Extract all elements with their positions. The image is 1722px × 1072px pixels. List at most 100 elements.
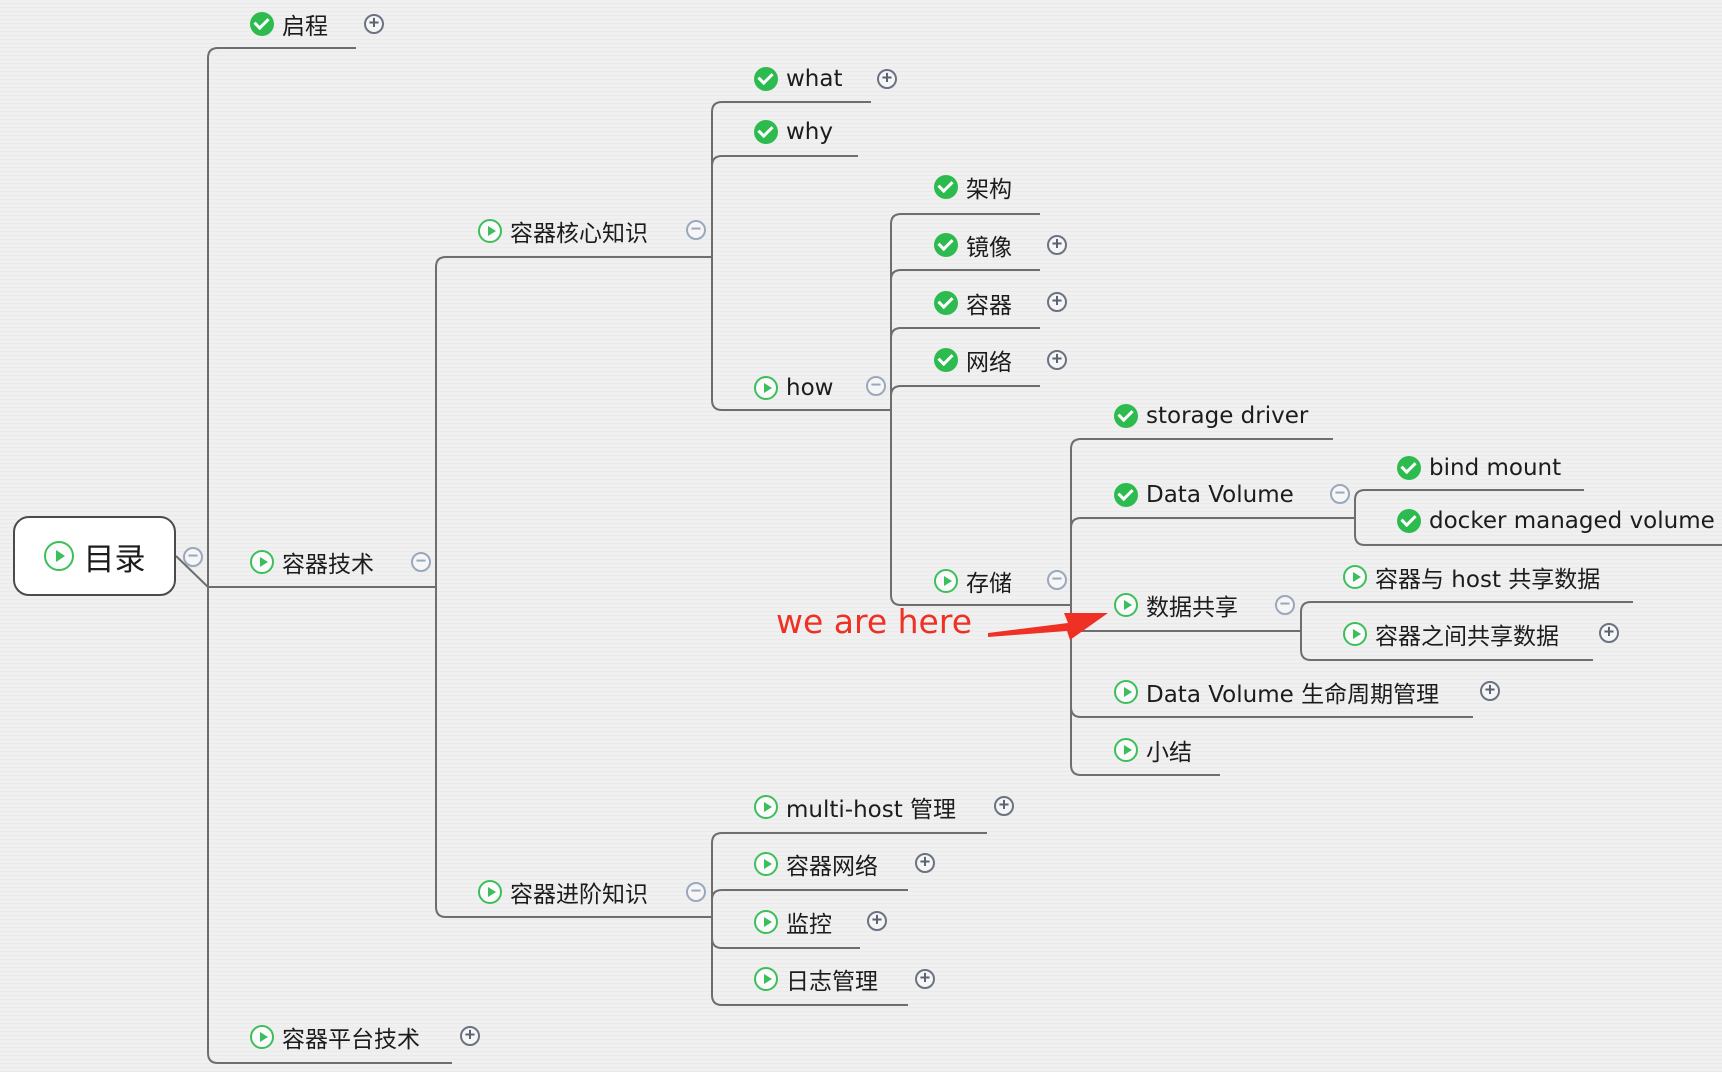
node-label: 启程 [282,14,328,40]
play-circle-icon [1114,738,1138,762]
expand-dv-shengming-button[interactable]: + [1480,681,1500,701]
node-label: 容器技术 [282,552,374,578]
play-circle-icon [754,376,778,400]
node-label: 网络 [966,350,1012,376]
play-circle-icon [754,795,778,819]
node-label: 日志管理 [786,969,878,995]
check-circle-icon [1397,456,1421,480]
check-circle-icon [754,120,778,144]
expand-rongqi-zhijian-button[interactable]: + [1599,623,1619,643]
node-jinjie-zhishi[interactable]: 容器进阶知识 [478,876,648,908]
expand-jiankong-button[interactable]: + [867,911,887,931]
annotation-we-are-here: we are here [776,602,973,641]
node-wangluo[interactable]: 网络 [934,344,1012,376]
node-rongqi-jishu[interactable]: 容器技术 [250,546,374,578]
node-label: docker managed volume [1429,508,1715,534]
node-jingxiang[interactable]: 镜像 [934,229,1012,261]
node-host-gongxiang[interactable]: 容器与 host 共享数据 [1343,561,1600,593]
collapse-cunchu-button[interactable]: − [1047,570,1067,590]
collapse-root-button[interactable]: − [183,547,203,567]
root-node[interactable]: 目录 [13,516,176,596]
collapse-shuju-gongxiang-button[interactable]: − [1275,595,1295,615]
play-circle-icon [250,1025,274,1049]
expand-qicheng-button[interactable]: + [364,14,384,34]
node-label: 容器核心知识 [510,221,648,247]
expand-jingxiang-button[interactable]: + [1047,235,1067,255]
node-docker-managed-volume[interactable]: docker managed volume [1397,505,1715,537]
check-circle-icon [934,233,958,257]
node-label: 容器之间共享数据 [1375,624,1559,650]
node-rongqi-pingtai[interactable]: 容器平台技术 [250,1021,420,1053]
node-xiaojie[interactable]: 小结 [1114,734,1192,766]
node-label: 容器网络 [786,854,878,880]
expand-rongqi-button[interactable]: + [1047,292,1067,312]
check-circle-icon [934,348,958,372]
expand-rongqi-wangluo-button[interactable]: + [915,853,935,873]
node-bind-mount[interactable]: bind mount [1397,452,1561,484]
check-circle-icon [754,67,778,91]
node-label: 架构 [966,177,1012,203]
play-circle-icon [754,852,778,876]
expand-wangluo-button[interactable]: + [1047,350,1067,370]
node-label: 小结 [1146,740,1192,766]
node-hexin-zhishi[interactable]: 容器核心知识 [478,215,648,247]
node-jiagou[interactable]: 架构 [934,171,1012,203]
node-label: 监控 [786,912,832,938]
node-label: 数据共享 [1146,595,1238,621]
node-label: what [786,66,843,92]
play-circle-icon [1114,680,1138,704]
node-rizhi[interactable]: 日志管理 [754,963,878,995]
pointer-arrow [988,613,1108,640]
check-circle-icon [934,175,958,199]
node-data-volume[interactable]: Data Volume [1114,479,1294,511]
play-circle-icon [250,550,274,574]
collapse-data-volume-button[interactable]: − [1330,484,1350,504]
node-rongqi-zhijian[interactable]: 容器之间共享数据 [1343,618,1559,650]
node-cunchu[interactable]: 存储 [934,565,1012,597]
node-qicheng[interactable]: 启程 [250,8,328,40]
node-rongqi-wangluo[interactable]: 容器网络 [754,848,878,880]
node-multi-host[interactable]: multi-host 管理 [754,791,956,823]
node-label: 存储 [966,571,1012,597]
node-label: 镜像 [966,235,1012,261]
collapse-how-button[interactable]: − [866,376,886,396]
node-rongqi[interactable]: 容器 [934,287,1012,319]
node-why[interactable]: why [754,116,833,148]
node-label: bind mount [1429,455,1562,481]
node-jiankong[interactable]: 监控 [754,906,832,938]
expand-multi-host-button[interactable]: + [994,796,1014,816]
play-circle-icon [478,880,502,904]
node-how[interactable]: how [754,372,833,404]
node-label: why [786,119,833,145]
check-circle-icon [1114,404,1138,428]
root-label: 目录 [83,541,146,578]
node-what[interactable]: what [754,63,843,95]
expand-rizhi-button[interactable]: + [915,969,935,989]
node-label: 容器 [966,293,1012,319]
play-circle-icon [754,910,778,934]
collapse-jinjie-zhishi-button[interactable]: − [686,882,706,902]
play-circle-icon [934,569,958,593]
node-label: storage driver [1146,403,1309,429]
node-label: multi-host 管理 [786,797,957,823]
check-circle-icon [1114,483,1138,507]
play-circle-icon [478,219,502,243]
node-label: Data Volume 生命周期管理 [1146,682,1440,708]
node-label: Data Volume [1146,482,1294,508]
node-dv-shengming[interactable]: Data Volume 生命周期管理 [1114,676,1439,708]
collapse-hexin-zhishi-button[interactable]: − [686,220,706,240]
node-shuju-gongxiang[interactable]: 数据共享 [1114,589,1238,621]
play-circle-icon [1114,593,1138,617]
node-storage-driver[interactable]: storage driver [1114,400,1308,432]
expand-what-button[interactable]: + [877,69,897,89]
node-label: 容器进阶知识 [510,882,648,908]
expand-rongqi-pingtai-button[interactable]: + [460,1026,480,1046]
check-circle-icon [250,12,274,36]
node-label: how [786,375,834,401]
play-circle-icon [1343,565,1367,589]
node-label: 容器平台技术 [282,1027,420,1053]
collapse-rongqi-jishu-button[interactable]: − [411,552,431,572]
play-circle-icon [754,967,778,991]
node-label: 容器与 host 共享数据 [1375,567,1601,593]
